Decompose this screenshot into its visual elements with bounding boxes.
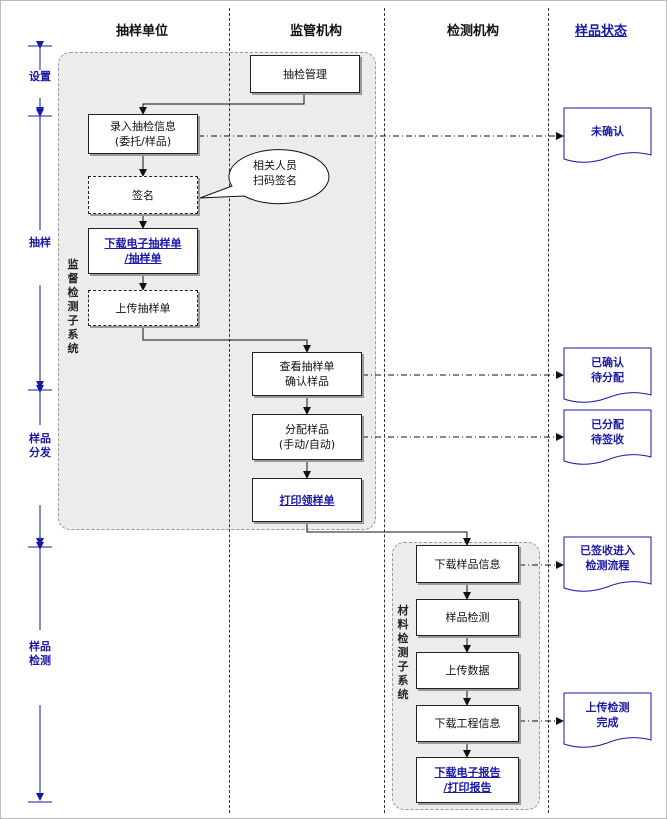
phase-label-sampling: 抽样 <box>29 236 51 249</box>
assign-samples-step: 分配样品(手动/自动) <box>252 414 362 460</box>
upload-data-step: 上传数据 <box>416 652 519 689</box>
download-project-info-step: 下载工程信息 <box>416 705 519 742</box>
lane-title-status: 样品状态 <box>574 24 627 39</box>
phase-label-distribution: 样品分发 <box>29 432 51 459</box>
print-receipt-link[interactable]: 打印领样单 <box>252 478 362 522</box>
lane-divider <box>384 8 385 813</box>
material-subsystem-label: 材料检测子系统 <box>397 604 409 701</box>
upload-sampling-form-step: 上传抽样单 <box>88 290 198 326</box>
supervision-subsystem-label: 监督检测子系统 <box>67 258 79 355</box>
lane-title-supervision: 监管机构 <box>289 24 342 39</box>
lane-title-sampling: 抽样单位 <box>115 24 168 39</box>
sign-step: 签名 <box>88 176 198 214</box>
status-assigned: 已分配待签收 <box>591 418 624 446</box>
download-sampling-form-link[interactable]: 下载电子抽样单/抽样单 <box>88 228 198 274</box>
download-sample-info-step: 下载样品信息 <box>416 545 519 583</box>
lane-title-testing: 检测机构 <box>446 24 499 39</box>
callout-bubble <box>199 149 330 205</box>
status-upload-complete: 上传检测完成 <box>585 701 630 729</box>
view-sampling-form-step: 查看抽样单确认样品 <box>252 352 362 396</box>
callout-text: 相关人员扫码签名 <box>253 159 297 187</box>
lane-divider <box>548 8 549 813</box>
lane-divider <box>229 8 230 813</box>
sample-testing-step: 样品检测 <box>416 599 519 636</box>
status-confirmed: 已确认待分配 <box>591 356 624 384</box>
phase-label-setup: 设置 <box>29 70 51 83</box>
download-report-link[interactable]: 下载电子报告/打印报告 <box>416 757 519 803</box>
enter-inspection-info-step: 录入抽检信息(委托/样品) <box>88 114 198 154</box>
status-unconfirmed: 未确认 <box>591 125 624 138</box>
inspection-management-step: 抽检管理 <box>250 55 360 93</box>
status-received: 已签收进入检测流程 <box>580 544 635 572</box>
phase-label-testing: 样品检测 <box>29 640 51 667</box>
